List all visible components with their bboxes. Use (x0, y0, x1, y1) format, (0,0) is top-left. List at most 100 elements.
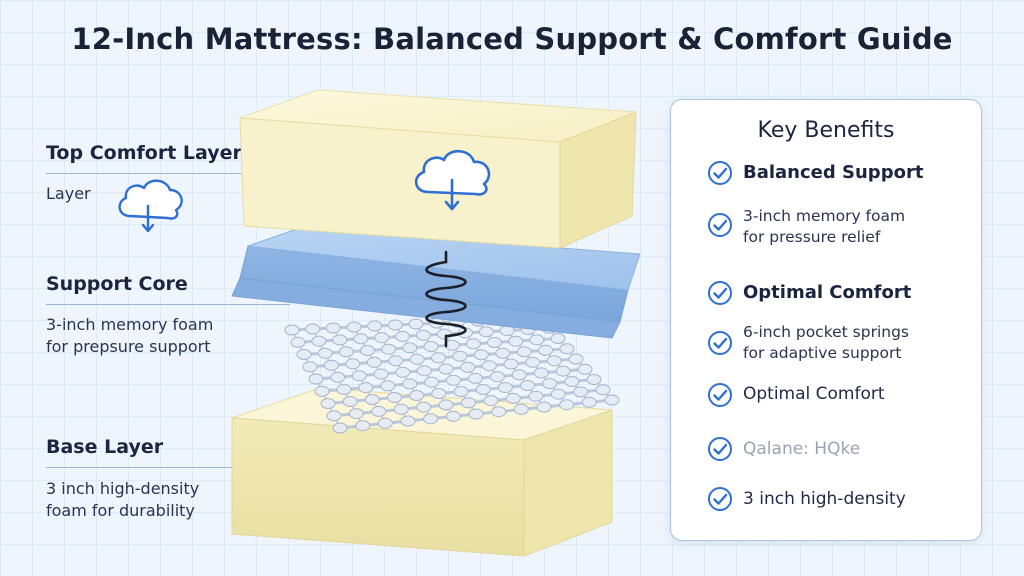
spring-coil-icon (425, 250, 467, 348)
spring-bead (573, 386, 589, 398)
spring-bead (351, 370, 367, 382)
spring-bead (559, 399, 575, 411)
spring-bead (308, 373, 324, 385)
leader-line-core (46, 304, 290, 305)
spring-bead (302, 361, 318, 373)
spring-bead (497, 382, 513, 393)
label-support-core: Support Core (46, 273, 188, 295)
spring-bead (568, 353, 584, 365)
spring-bead (305, 323, 321, 335)
spring-bead (505, 392, 521, 404)
benefit-text-faded: Qalane: HQke (743, 439, 861, 459)
spring-bead (416, 329, 431, 341)
check-circle-icon (708, 331, 732, 355)
cloud-download-icon (414, 149, 491, 211)
spring-bead (528, 390, 544, 402)
spring-bead (367, 320, 383, 332)
spring-bead (395, 330, 411, 342)
benefit-text: Optimal Comfort (743, 282, 912, 303)
spring-bead (487, 337, 502, 348)
spring-bead (409, 390, 425, 401)
benefit-desc-2: for adaptive support (743, 344, 902, 362)
benefit-desc-2: for pressure relief (743, 228, 881, 246)
spring-bead (325, 322, 341, 334)
spring-bead (520, 380, 535, 391)
spring-bead (446, 374, 461, 386)
spring-bead (355, 420, 371, 432)
benefit-desc-1: 6-inch pocket springs (743, 323, 909, 341)
spring-bead (586, 374, 602, 385)
spring-bead (395, 366, 411, 378)
spring-bead (525, 356, 541, 368)
spring-bead (444, 339, 460, 351)
spring-bead (314, 385, 330, 397)
spring-bead (338, 346, 354, 358)
spring-bead (468, 408, 484, 420)
spring-bead (478, 326, 494, 338)
spring-bead (604, 394, 620, 406)
pocket-spring-grid (284, 312, 620, 434)
label-base-sub-2: foam for durability (46, 501, 195, 520)
spring-bead (483, 395, 499, 407)
spring-bead (423, 341, 439, 352)
spring-bead (402, 378, 418, 390)
spring-bead (473, 349, 489, 361)
spring-bead (538, 344, 554, 356)
key-benefits-panel: Key Benefits Balanced Support 3-inch mem… (670, 99, 982, 541)
spring-bead (400, 415, 416, 427)
spring-bead (564, 376, 580, 387)
spring-bead (330, 371, 346, 383)
spring-bead (374, 332, 390, 344)
spring-bead (511, 369, 527, 381)
spring-bead (431, 388, 447, 399)
spring-bead (581, 396, 597, 408)
spring-bead (416, 401, 432, 413)
leader-line-base (46, 467, 262, 468)
check-circle-icon (708, 213, 732, 237)
spring-bead (353, 333, 369, 345)
spring-bead (577, 363, 593, 375)
base-layer-block (231, 387, 613, 557)
spring-bead (381, 343, 397, 355)
benefit-text: 3 inch high-density (743, 489, 906, 509)
spring-bead (513, 403, 529, 415)
spring-bead (346, 321, 362, 333)
spring-bead (536, 401, 552, 413)
spring-bead (550, 333, 566, 344)
spring-bead (595, 384, 611, 396)
spring-bead (387, 319, 403, 331)
spring-bead (402, 342, 418, 354)
check-circle-icon (708, 383, 732, 407)
cloud-download-icon (118, 179, 183, 233)
spring-bead (503, 358, 519, 370)
spring-bead (360, 345, 375, 356)
check-circle-icon (708, 281, 732, 305)
spring-bead (555, 365, 571, 377)
spring-bead (533, 367, 549, 379)
spring-bead (465, 338, 481, 350)
spring-bead (332, 334, 348, 346)
spring-bead (424, 376, 440, 388)
spring-bead (508, 335, 524, 347)
spring-bead (408, 318, 424, 330)
spring-bead (387, 392, 402, 403)
benefit-desc-1: 3-inch memory foam (743, 207, 906, 225)
spring-bead (348, 408, 364, 420)
spring-bead (461, 397, 476, 409)
support-core-block (231, 227, 641, 339)
spring-bead (452, 350, 468, 362)
spring-bead (332, 422, 348, 434)
spring-bead (326, 410, 342, 422)
spring-bead (290, 336, 306, 348)
spring-bead (431, 352, 446, 364)
spring-bead (345, 358, 361, 370)
leader-line-top (46, 173, 268, 174)
benefit-text: Optimal Comfort (743, 384, 885, 404)
spring-bead (438, 399, 454, 411)
panel-title: Key Benefits (757, 118, 895, 143)
spring-bead (366, 356, 382, 368)
check-circle-icon (708, 437, 732, 461)
label-top-comfort-layer: Top Comfort Layer (46, 142, 242, 164)
spring-bead (342, 396, 358, 407)
spring-bead (445, 410, 461, 422)
